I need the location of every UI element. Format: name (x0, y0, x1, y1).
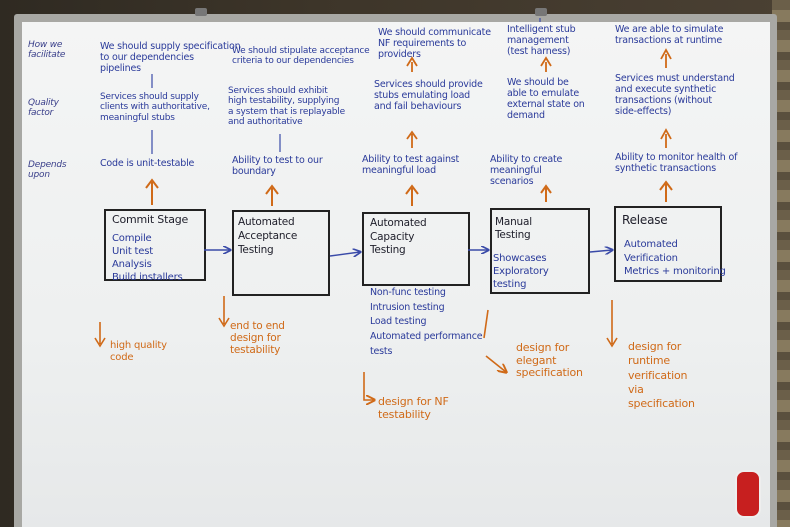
outcome-note-4: design for elegant specification (516, 341, 583, 380)
orange-up-arrow (659, 180, 673, 202)
stage-title-release: Release (622, 213, 668, 227)
orange-down-arrow (218, 296, 230, 328)
outcome-note-5: design for runtime verification via spec… (628, 340, 695, 411)
row-label-facilitate: How we facilitate (28, 40, 66, 61)
orange-down-arrow (94, 322, 106, 348)
stage-box-manual (490, 208, 590, 294)
orange-down-arrow (606, 300, 618, 348)
stage-items-manual: Showcases Exploratory testing (493, 253, 549, 290)
stage-box-release (614, 206, 722, 282)
stage-items-commit: Compile Unit test Analysis Build install… (112, 233, 183, 283)
quality-note-4: We should be able to emulate external st… (507, 77, 585, 121)
facilitate-note-4: Intelligent stub management (test harnes… (507, 24, 576, 57)
orange-up-arrow (405, 184, 419, 206)
depends-note-3: Ability to test against meaningful load (362, 154, 460, 176)
crown-logo (735, 470, 761, 518)
facilitate-note-2: We should stipulate acceptance criteria … (232, 46, 370, 67)
orange-up-arrow (145, 178, 159, 205)
facilitate-note-3: We should communicate NF requirements to… (378, 27, 491, 60)
stage-items-release: Automated Verification Metrics + monitor… (624, 239, 726, 277)
orange-stroke (483, 309, 489, 339)
pipeline-arrow (589, 250, 612, 252)
depends-note-4: Ability to create meaningful scenarios (490, 154, 563, 187)
depends-note-5: Ability to monitor health of synthetic t… (615, 152, 738, 174)
frame-clip (535, 8, 547, 16)
quality-note-5: Services must understand and execute syn… (615, 73, 735, 117)
stage-title-commit: Commit Stage (112, 213, 189, 226)
row-label-quality: Quality factor (28, 98, 59, 119)
stage-box-commit (104, 209, 206, 281)
facilitate-note-5: We are able to simulate transactions at … (615, 24, 724, 46)
orange-down-arrow (485, 355, 506, 372)
quality-note-2: Services should exhibit high testability… (228, 86, 345, 128)
frame-clip (195, 8, 207, 16)
orange-up-arrow (406, 56, 418, 72)
facilitate-note-1: We should supply specification to our de… (100, 41, 241, 74)
depends-note-2: Ability to test to our boundary (232, 155, 323, 177)
stage-title-manual: Manual Testing (495, 216, 532, 242)
row-label-depends: Depends upon (28, 160, 67, 181)
orange-up-arrow (660, 128, 672, 148)
pipeline-arrow (329, 252, 360, 256)
orange-up-arrow (540, 184, 552, 202)
orange-down-arrow (363, 372, 374, 400)
orange-up-arrow (540, 56, 552, 72)
stage-title-capacity: Automated Capacity Testing (370, 217, 427, 257)
orange-up-arrow (406, 130, 418, 148)
depends-note-1: Code is unit-testable (100, 158, 195, 169)
quality-note-1: Services should supply clients with auth… (100, 92, 210, 123)
stage-box-capacity (362, 212, 470, 286)
outcome-note-3: design for NF testability (378, 395, 449, 421)
stage-title-acceptance: Automated Acceptance Testing (238, 216, 298, 257)
stage-box-acceptance (232, 210, 330, 296)
whiteboard-surface (22, 22, 770, 527)
orange-up-arrow (660, 48, 672, 68)
outcome-note-2: end to end design for testability (230, 320, 285, 357)
stage-items-capacity: Non-func testing Intrusion testing Load … (370, 287, 483, 357)
outcome-note-1: high quality code (110, 340, 167, 363)
orange-up-arrow (265, 184, 279, 206)
quality-note-3: Services should provide stubs emulating … (374, 79, 483, 112)
